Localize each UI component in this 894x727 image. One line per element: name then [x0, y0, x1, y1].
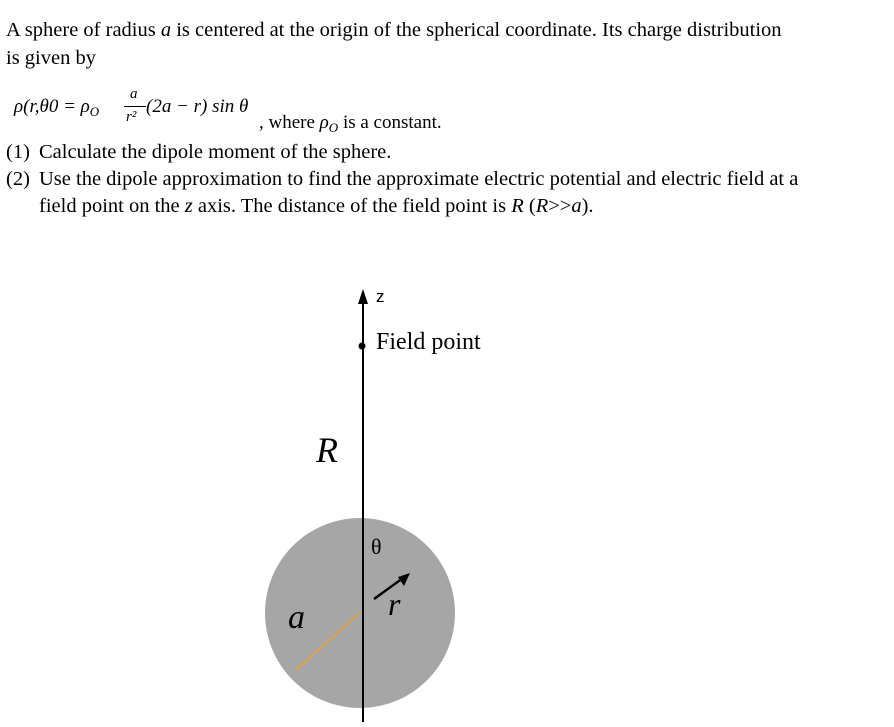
where-post: is a constant. — [338, 112, 442, 133]
q2-line2-R2: R — [535, 195, 549, 217]
q2-line2-pre: field point on the — [39, 195, 185, 217]
r-vector-label: r — [388, 586, 401, 622]
formula-lhs-sub: O — [89, 104, 100, 119]
q2-line2-R: R — [511, 195, 524, 217]
formula-where-clause: , where ρO is a constant. — [259, 112, 442, 136]
problem-line-1-pre: A sphere of radius — [6, 19, 161, 41]
problem-line-1: A sphere of radius a is centered at the … — [6, 18, 782, 42]
formula-lhs-text: ρ(r,θ0 = ρ — [14, 96, 90, 117]
problem-line-2: is given by — [6, 47, 96, 69]
z-axis-label: z — [376, 287, 385, 306]
field-point-label: Field point — [376, 329, 481, 355]
theta-glyph: θ — [371, 534, 382, 559]
z-axis-arrowhead — [358, 289, 368, 304]
r-vector-arrowhead — [398, 573, 410, 586]
variable-a: a — [160, 19, 172, 41]
radius-line — [295, 612, 361, 671]
field-point-marker — [358, 342, 366, 350]
question-2-number: (2) — [6, 168, 30, 190]
distance-R-label: R — [316, 430, 338, 470]
formula-fraction-bar — [124, 106, 146, 107]
q2-line2-gtgt: >> — [548, 195, 572, 217]
question-1-number: (1) — [6, 141, 30, 163]
question-2-line-2: field point on the z axis. The distance … — [39, 194, 594, 218]
formula-lhs: ρ(r,θ0 = ρO — [14, 96, 99, 120]
where-comma: , where — [259, 112, 320, 133]
formula-rhs: (2a − r) sin θ — [146, 96, 249, 117]
radius-a-label: a — [288, 599, 305, 636]
formula-fraction-denominator: r² — [126, 109, 137, 125]
where-rho-sub: O — [328, 120, 339, 135]
q2-line2-end: ). — [581, 195, 594, 217]
where-rho: ρ — [319, 112, 329, 133]
q2-line2-z: z — [184, 195, 193, 217]
question-1-text: Calculate the dipole moment of the spher… — [39, 141, 392, 163]
q2-line2-mid: axis. The distance of the field point is — [192, 195, 512, 217]
formula-fraction-numerator: a — [130, 86, 138, 102]
q2-line2-paren: ( — [523, 195, 536, 217]
problem-line-1-post: is centered at the origin of the spheric… — [171, 19, 782, 41]
question-2-line-1: Use the dipole approximation to find the… — [39, 168, 799, 190]
q2-line2-a: a — [571, 195, 582, 217]
r-vector-line — [373, 577, 404, 600]
